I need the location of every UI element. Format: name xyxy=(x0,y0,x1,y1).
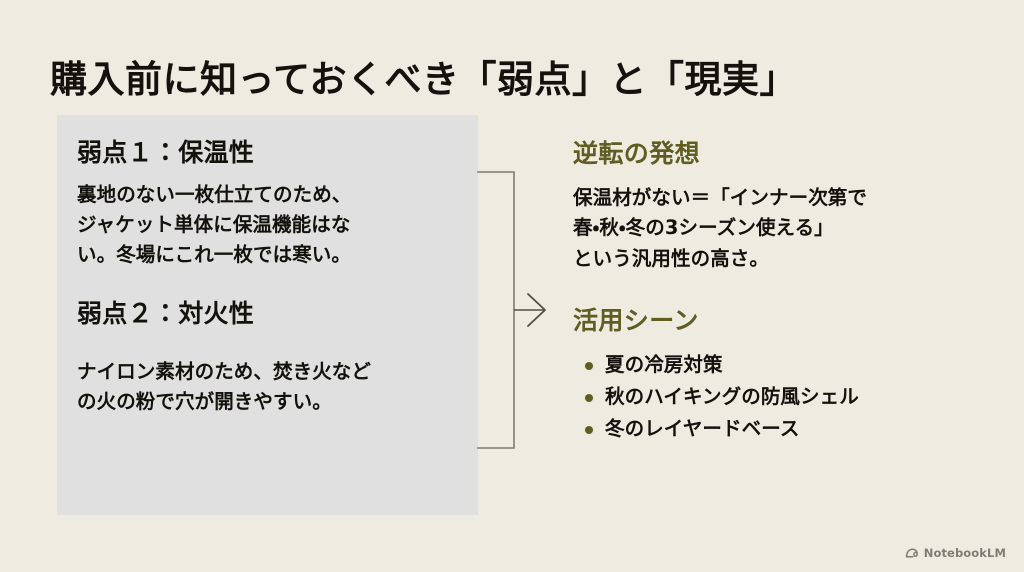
weakness-1-body-line: い。冬場にこれ一枚では寒い。 xyxy=(77,242,352,266)
scenes-block: 活用シーン 夏の冷房対策 秋のハイキングの防風シェル 冬のレイヤードベース xyxy=(573,305,973,444)
weakness-2-body: ナイロン素材のため、焚き火など の火の粉で穴が開きやすい。 xyxy=(77,357,458,417)
watermark-label: NotebookLM xyxy=(923,546,1006,560)
insights-column: 逆転の発想 保温材がない＝「インナー次第で 春・秋・冬の3シーズン使える」 とい… xyxy=(573,138,973,444)
scenes-list: 夏の冷房対策 秋のハイキングの防風シェル 冬のレイヤードベース xyxy=(573,349,973,444)
scenes-heading: 活用シーン xyxy=(573,305,699,335)
weakness-2-body-line: の火の粉で穴が開きやすい。 xyxy=(77,389,332,413)
reversal-block: 逆転の発想 保温材がない＝「インナー次第で 春・秋・冬の3シーズン使える」 とい… xyxy=(573,138,973,275)
notebooklm-logo-icon xyxy=(905,548,918,558)
reversal-body: 保温材がない＝「インナー次第で 春・秋・冬の3シーズン使える」 という汎用性の高… xyxy=(573,183,973,275)
reversal-body-line: という汎用性の高さ。 xyxy=(573,247,770,271)
weakness-1-body-line: 裏地のない一枚仕立てのため、 xyxy=(77,182,352,206)
connector-group xyxy=(470,160,560,460)
weakness-2-heading: 弱点２：対火性 xyxy=(77,299,255,329)
reversal-heading: 逆転の発想 xyxy=(573,139,701,168)
weakness-2-block: 弱点２：対火性 ナイロン素材のため、焚き火など の火の粉で穴が開きやすい。 xyxy=(77,298,458,417)
weakness-1-body: 裏地のない一枚仕立てのため、 ジャケット単体に保温機能はな い。冬場にこれ一枚で… xyxy=(77,180,458,271)
notebooklm-watermark: NotebookLM xyxy=(905,546,1006,560)
weakness-1-block: 弱点１：保温性 裏地のない一枚仕立てのため、 ジャケット単体に保温機能はな い。… xyxy=(77,137,458,270)
weakness-2-body-line: ナイロン素材のため、焚き火など xyxy=(77,359,372,383)
weaknesses-panel-content: 弱点１：保温性 裏地のない一枚仕立てのため、 ジャケット単体に保温機能はな い。… xyxy=(77,137,458,417)
weakness-1-body-line: ジャケット単体に保温機能はな xyxy=(77,212,351,236)
weaknesses-panel: 弱点１：保温性 裏地のない一枚仕立てのため、 ジャケット単体に保温機能はな い。… xyxy=(57,115,478,515)
list-item: 秋のハイキングの防風シェル xyxy=(585,381,973,413)
list-item: 冬のレイヤードベース xyxy=(585,413,973,445)
weakness-1-heading: 弱点１：保温性 xyxy=(77,138,255,167)
reversal-body-line: 春・秋・冬の3シーズン使える」 xyxy=(573,216,834,240)
bracket-arrow-right-icon xyxy=(477,171,546,449)
page-title: 購入前に知っておくべき「弱点」と「現実」 xyxy=(50,57,798,101)
reversal-body-line: 保温材がない＝「インナー次第で xyxy=(573,185,868,209)
list-item: 夏の冷房対策 xyxy=(585,349,973,381)
